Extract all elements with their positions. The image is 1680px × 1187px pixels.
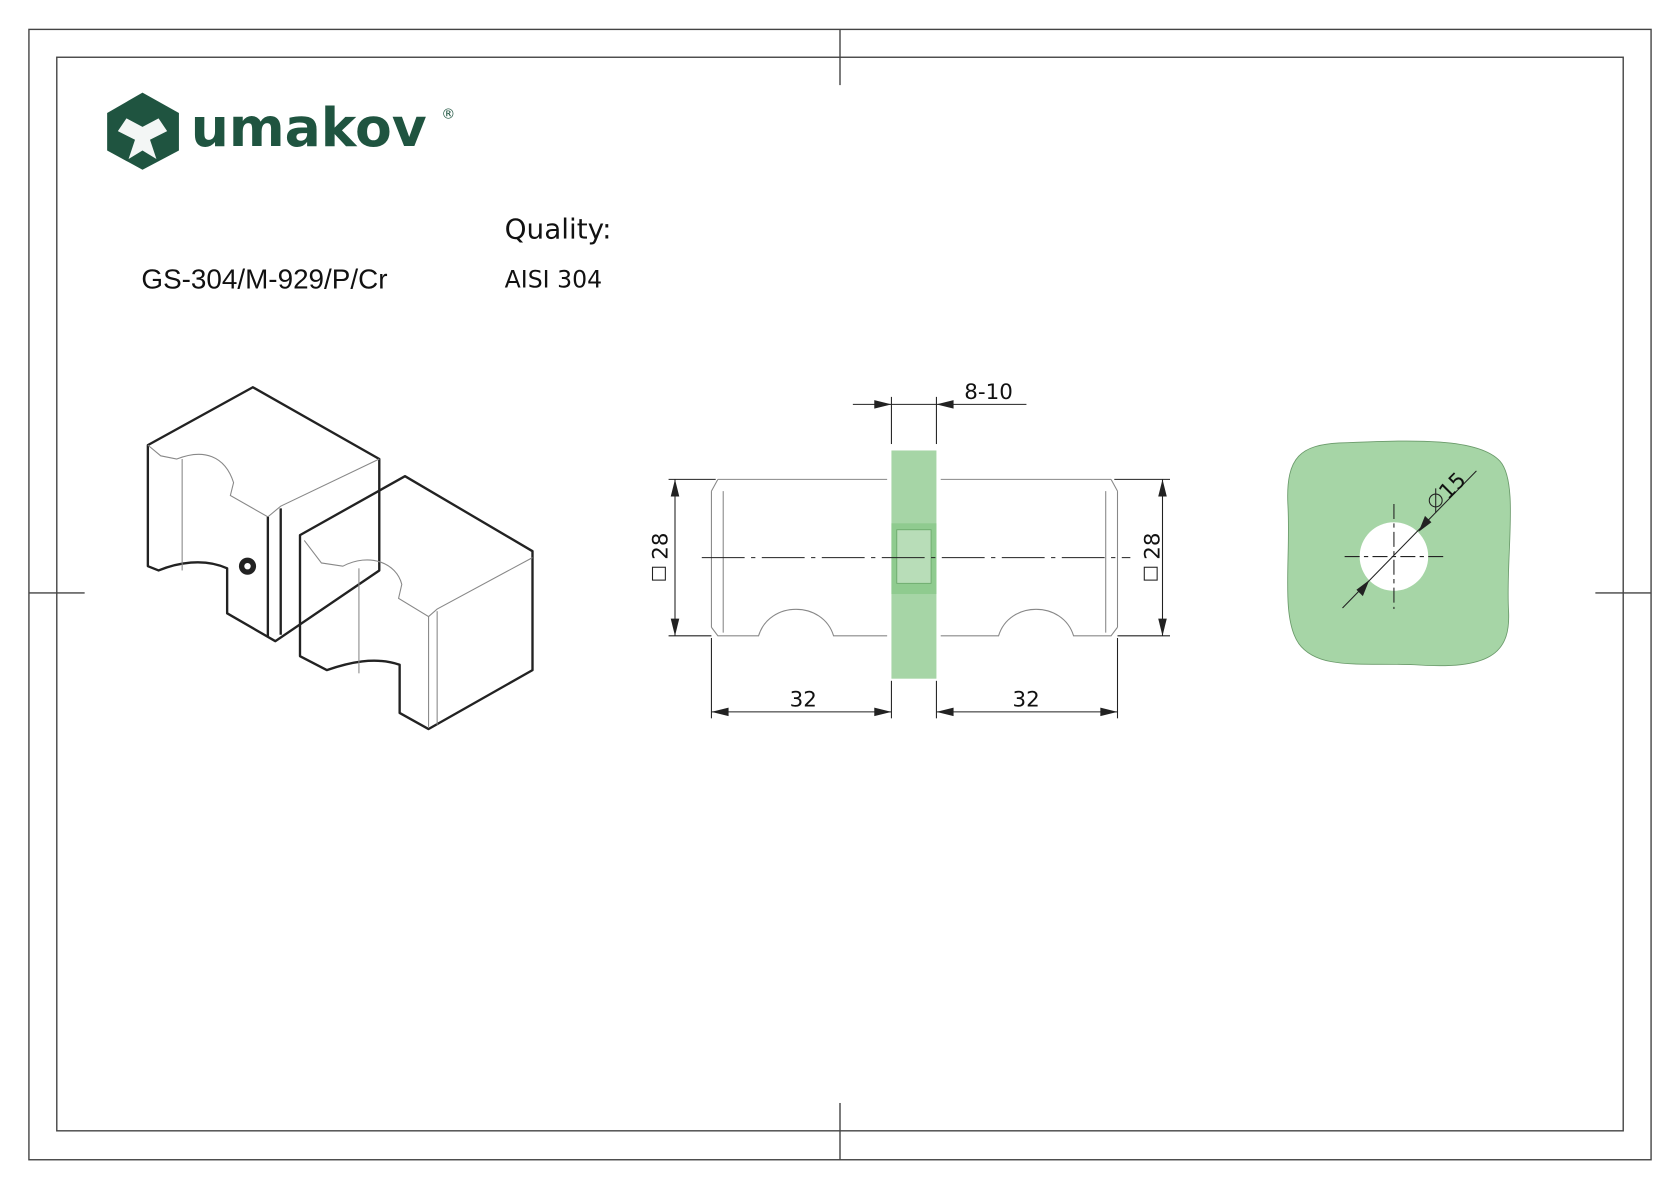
sheet-frame — [28, 28, 1652, 1161]
dim-depth-right: 32 — [1012, 688, 1039, 713]
umakov-logo: umakov ® — [107, 92, 455, 170]
dim-square-left: 28 — [649, 533, 674, 560]
product-code: GS-304/M-929/P/Cr — [141, 264, 387, 295]
dim-glass-thickness: 8-10 — [964, 380, 1013, 405]
gasket-front-view: 15 — [1287, 440, 1511, 667]
quality-label: Quality: — [505, 212, 612, 245]
dim-depth-left: 32 — [790, 688, 817, 713]
isometric-view — [146, 386, 534, 731]
side-view: 8-10 28 28 32 32 — [649, 380, 1170, 719]
dim-square-right: 28 — [1140, 533, 1165, 560]
brand-name: umakov — [191, 96, 427, 159]
quality-value: AISI 304 — [505, 266, 602, 294]
registered-mark: ® — [441, 106, 455, 122]
